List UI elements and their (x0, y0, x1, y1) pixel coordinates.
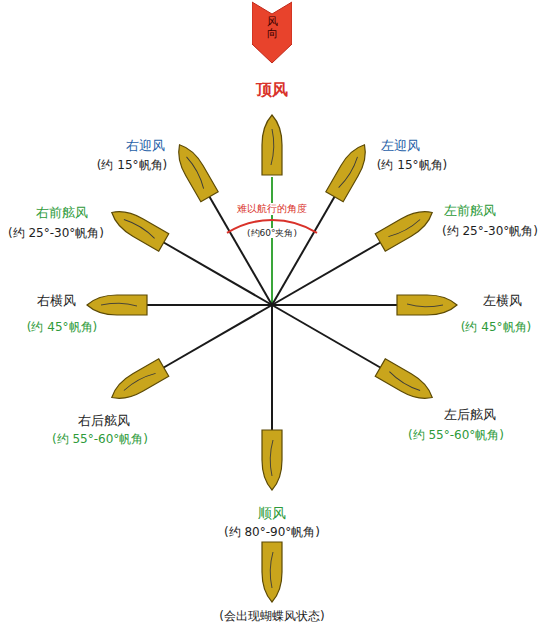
boat (87, 295, 147, 315)
boat (375, 359, 437, 406)
point-name: 右横风 (37, 293, 76, 309)
spoke-line (147, 304, 272, 306)
sail-angle: (约 55°-60°帆角) (408, 428, 504, 442)
boat (107, 204, 169, 251)
headwind-line (271, 177, 273, 305)
sail-angle: (约 45°帆角) (461, 320, 531, 334)
sail-angle: (约 45°帆角) (27, 320, 97, 334)
point-name: 左迎风 (381, 138, 420, 154)
no-go-note: 难以航行的角度 (235, 203, 309, 215)
boat (262, 542, 282, 602)
sail-angle: (约 25°-30°帆角) (442, 224, 538, 238)
spoke-lines (147, 197, 397, 430)
wind-arrow: 风向 (252, 0, 292, 64)
sail-angle: (约 80°-90°帆角) (224, 525, 320, 539)
spoke-line (272, 305, 380, 368)
no-go-angle: (约60°夹角) (245, 228, 299, 239)
headwind-title: 顶风 (256, 80, 288, 99)
boat (375, 204, 437, 251)
arrow-outline (252, 2, 292, 63)
point-name: 顺风 (258, 505, 286, 522)
boat (107, 359, 169, 406)
boat (326, 140, 373, 202)
spoke-line (164, 305, 272, 368)
point-name: 左横风 (483, 293, 522, 309)
note: (会出现蝴蝶风状态) (219, 609, 324, 623)
point-name: 右迎风 (126, 138, 165, 154)
spoke-line (271, 305, 273, 430)
point-name: 左后舷风 (444, 407, 496, 423)
arrow-label: 风向 (267, 16, 278, 40)
sail-angle: (约 15°帆角) (377, 158, 447, 172)
point-name: 左前舷风 (444, 203, 496, 219)
sail-angle: (约 25°-30°帆角) (8, 226, 104, 240)
point-name: 右前舷风 (36, 205, 88, 221)
boat (397, 295, 457, 315)
boat (262, 430, 282, 490)
sail-angle: (约 55°-60°帆角) (52, 432, 148, 446)
boat (262, 115, 282, 175)
spoke-line (164, 243, 272, 306)
boat (171, 140, 218, 202)
point-name: 右后舷风 (78, 413, 130, 429)
spoke-line (272, 243, 380, 306)
spoke-line (272, 304, 397, 306)
sail-angle: (约 15°帆角) (97, 158, 167, 172)
